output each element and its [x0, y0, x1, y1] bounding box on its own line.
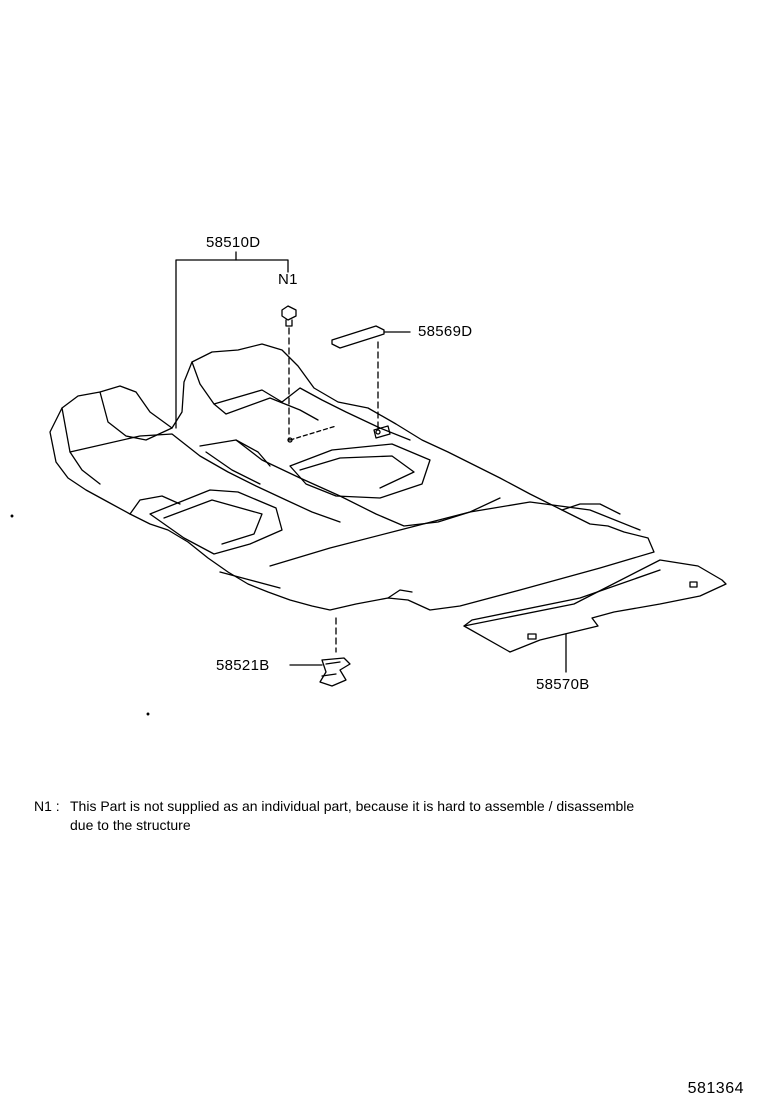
front-left-footwell — [149, 489, 283, 555]
clip-part — [319, 657, 351, 687]
carpet-hole — [375, 429, 381, 435]
rear-mat-outline — [463, 559, 727, 653]
part-label-58570b: 58570B — [536, 676, 590, 693]
right-rear-wheelwell — [561, 503, 621, 515]
silencer-pad — [331, 325, 385, 349]
rear-mat-edge — [463, 569, 661, 627]
front-left-footwell-inner — [163, 499, 263, 545]
footnote-line-1: This Part is not supplied as an individu… — [70, 798, 635, 814]
rear-mat-slot — [689, 581, 698, 588]
rear-floor-crease — [269, 501, 641, 567]
note-ref-n1: N1 — [278, 271, 298, 288]
tunnel-edge — [205, 439, 271, 485]
carpet-hole-dashed — [289, 425, 337, 441]
right-wall-inner — [213, 387, 411, 441]
carpet-marker — [373, 425, 391, 439]
part-label-58569d: 58569D — [418, 323, 473, 340]
center-tunnel — [199, 439, 501, 527]
n1-fastener — [281, 305, 297, 327]
floor-carpet-outline — [49, 343, 655, 611]
scan-dot — [10, 514, 14, 518]
front-right-footwell-inner — [299, 455, 415, 489]
part-label-58510d: 58510D — [206, 234, 261, 251]
footnote-tag: N1 : — [34, 798, 60, 814]
left-side-wall — [61, 391, 173, 485]
footnote-line-2: due to the structure — [70, 817, 191, 833]
left-rear-wheelwell — [129, 495, 181, 515]
left-wall-inner — [69, 433, 341, 523]
footnote: N1 : This Part is not supplied as an ind… — [34, 796, 734, 838]
figure-number: 581364 — [687, 1080, 744, 1097]
rear-floor-edge — [219, 571, 413, 599]
part-label-58521b: 58521B — [216, 657, 270, 674]
right-side-wall — [191, 361, 319, 421]
scan-dot — [146, 712, 150, 716]
rear-mat-slot — [527, 633, 537, 640]
floor-carpet-leader — [175, 259, 289, 429]
front-right-footwell — [289, 443, 431, 499]
